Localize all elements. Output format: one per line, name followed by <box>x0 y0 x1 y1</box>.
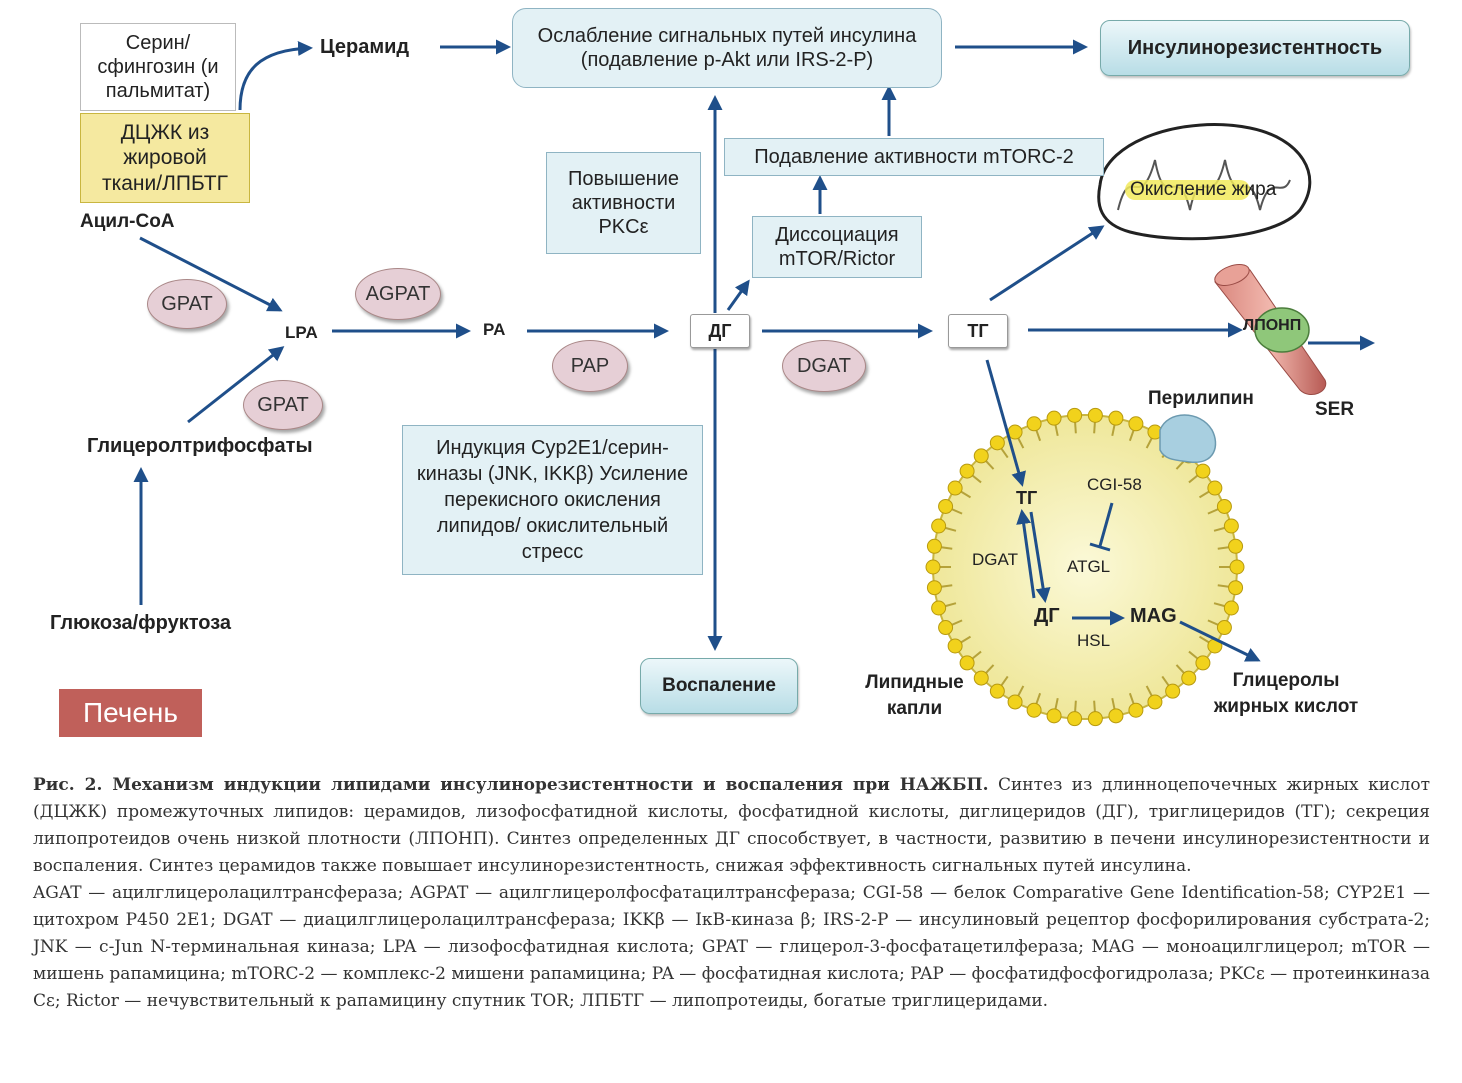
arrow-serine-ceramide <box>238 40 313 111</box>
arrow-acylcoa-lpa <box>139 236 283 312</box>
liver-badge: Печень <box>59 689 202 737</box>
arrow-droplet-tg-dg <box>1029 511 1051 603</box>
vldl-label: ЛПОНП <box>1243 317 1302 334</box>
dg-node: ДГ <box>690 314 750 348</box>
serine-box: Серин/ сфингозин (и пальмитат) <box>80 23 236 111</box>
dissociation-box: Диссоциация mTOR/Rictor <box>752 216 922 278</box>
lpa-label: LPA <box>285 323 318 342</box>
gpat-enzyme-2: GPAT <box>243 380 323 430</box>
mitochondrion-icon <box>1097 123 1312 241</box>
caption-title: Рис. 2. Механизм индукции липидами инсул… <box>33 775 989 795</box>
pa-label: PA <box>483 320 506 339</box>
lipid-drops-label: Липидные капли <box>865 672 964 719</box>
droplet-dg-label: ДГ <box>1034 605 1060 627</box>
hsl-label: HSL <box>1077 631 1111 650</box>
cgi58-label: CGI-58 <box>1087 475 1142 494</box>
cyp-box: Индукция Cyp2E1/серин-киназы (JNK, IKKβ)… <box>402 425 703 575</box>
caption-text-2: AGAT — ацилглицеролацилтрансфераза; AGPA… <box>33 883 1430 1011</box>
fat-oxidation-label: Окисление жира <box>1130 179 1277 200</box>
arrow-tg-droplet <box>985 359 1026 487</box>
dgat-enzyme: DGAT <box>782 340 866 392</box>
ser-label: SER <box>1315 399 1355 420</box>
perilipin-label: Перилипин <box>1148 388 1254 409</box>
arrow-dg-dissociation <box>726 279 750 311</box>
lipid-droplet-icon <box>925 407 1245 727</box>
vldl-particle-icon <box>1254 307 1310 353</box>
insulin-resistance-box: Инсулинорезистентность <box>1100 20 1410 76</box>
figure-caption: Рис. 2. Механизм индукции липидами инсул… <box>33 772 1430 1015</box>
inflammation-box: Воспаление <box>640 658 798 714</box>
arrow-tg-mito <box>989 225 1105 302</box>
atgl-label: ATGL <box>1067 557 1111 576</box>
insulin-signaling-box: Ослабление сигнальных путей инсулина (по… <box>512 8 942 88</box>
acyl-coa-label: Ацил-СоА <box>80 211 175 232</box>
ceramide-label: Церамид <box>320 36 410 58</box>
arrow-glycerol-lpa <box>187 346 285 424</box>
cgi58-inhibition <box>1098 502 1114 547</box>
mag-label: MAG <box>1130 605 1177 627</box>
arrow-mag-glycerols <box>1179 620 1261 662</box>
caption-text-1: Синтез из длинноцепочечных жирных кислот… <box>33 775 1430 876</box>
agpat-enzyme: AGPAT <box>355 268 441 320</box>
diagram-graphics <box>133 39 1375 727</box>
gpat-enzyme-1: GPAT <box>147 279 227 329</box>
tg-node: ТГ <box>948 314 1008 348</box>
dcjk-box: ДЦЖК из жировой ткани/ЛПБТГ <box>80 113 250 203</box>
pkce-box: Повышение активности PKCε <box>546 152 701 254</box>
glucose-fructose-label: Глюкоза/фруктоза <box>50 612 232 634</box>
pap-enzyme: PAP <box>552 340 628 392</box>
glycerol-triphosphates-label: Глицеролтрифосфаты <box>87 435 313 457</box>
droplet-tg-label: ТГ <box>1016 488 1038 508</box>
mtorc2-box: Подавление активности mTORC-2 <box>724 138 1104 176</box>
arrow-droplet-dg-tg <box>1016 509 1036 599</box>
droplet-dgat-label: DGAT <box>972 550 1018 569</box>
glycerols-label: Глицеролы жирных кислот <box>1213 670 1359 717</box>
